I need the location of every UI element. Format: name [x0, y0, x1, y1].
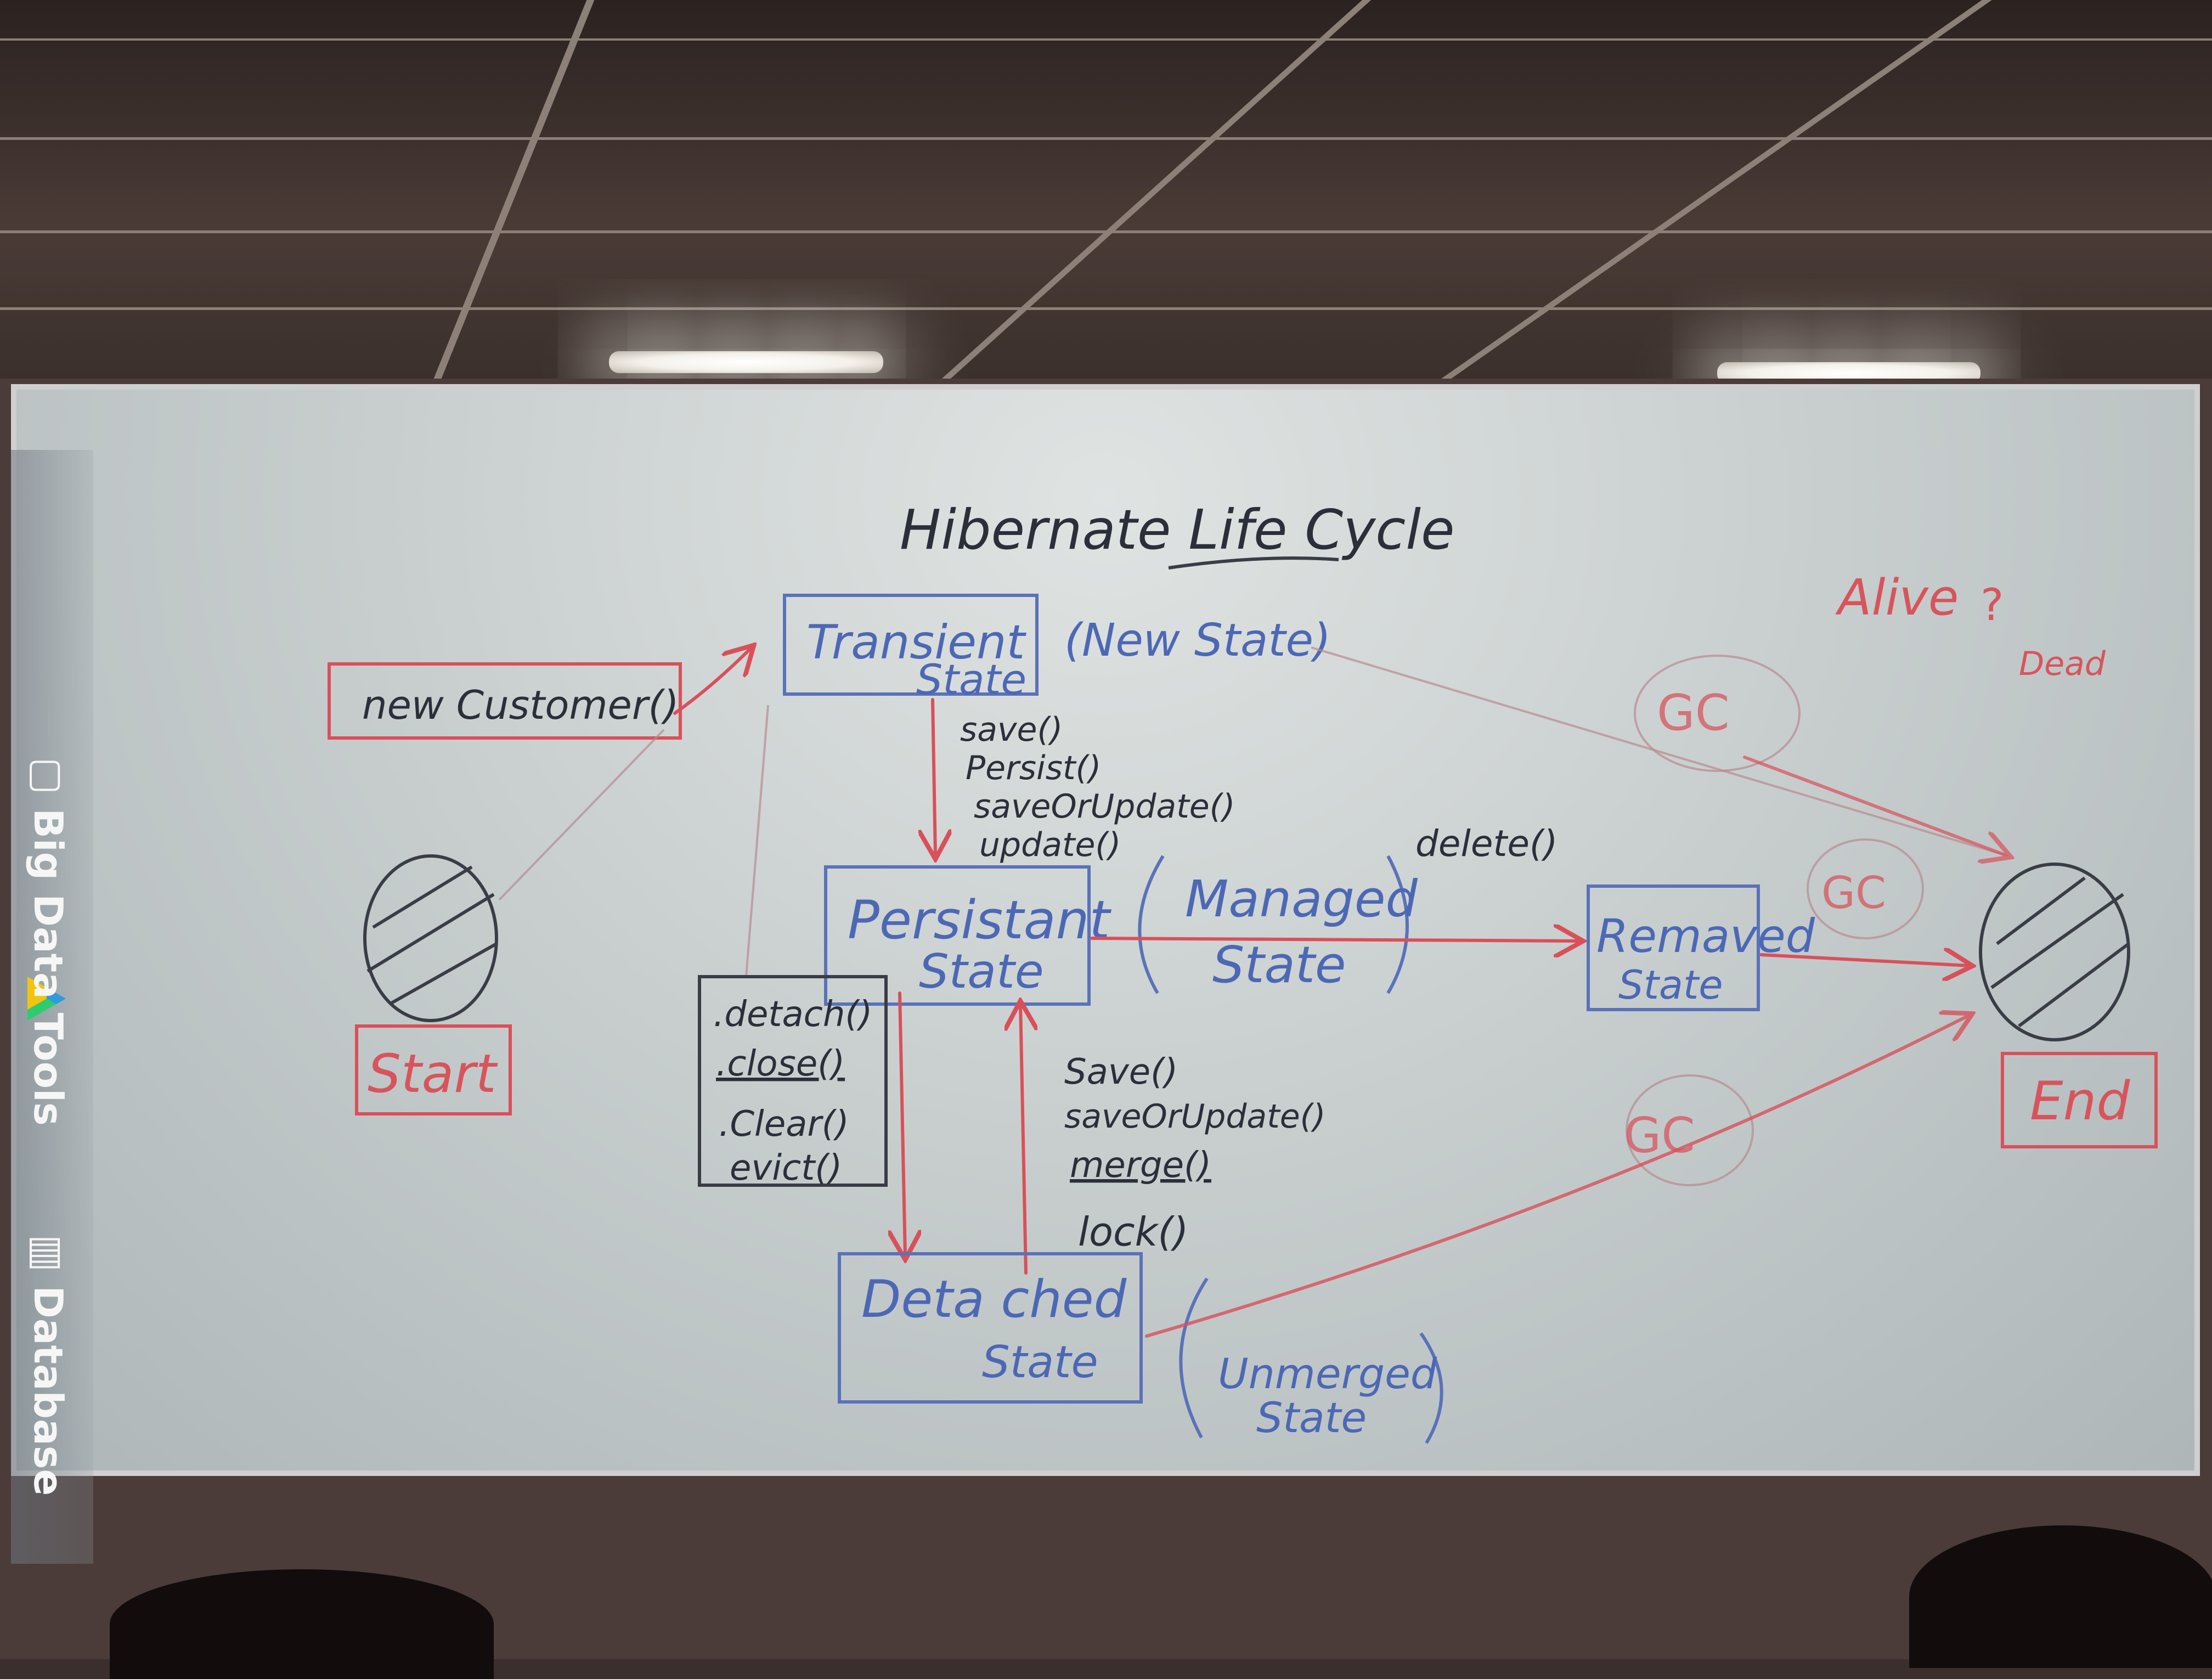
persistent-note-line1: Managed [1185, 870, 1418, 928]
gc-bubble [1626, 1074, 1754, 1186]
title-underline [1168, 556, 1339, 570]
gc-bubble [1807, 838, 1924, 939]
start-hatch [366, 893, 495, 973]
ceiling [0, 0, 2212, 384]
transient-state-box [783, 594, 1039, 696]
persistent-state-box [824, 865, 1091, 1006]
arrow-persistent-to-detached [900, 991, 905, 1257]
detached-label-line2: State [982, 1337, 1098, 1388]
persistent-label-line2: State [919, 944, 1044, 999]
arrow-removed-to-end [1759, 955, 1970, 966]
audience-head [1909, 1525, 2212, 1668]
persistent-note-line2: State [1212, 936, 1346, 994]
removed-label-line2: State [1618, 962, 1723, 1008]
question-mark: ? [1980, 579, 2004, 630]
constructor-label: new Customer() [362, 682, 679, 728]
removed-label-line1: Remaved [1596, 909, 1815, 963]
arrow-transient-to-persistent [933, 698, 935, 856]
method-label: update() [979, 826, 1121, 864]
ceiling-grid-line [0, 137, 2212, 140]
detach-methods-box [698, 975, 888, 1187]
method-label: .close() [716, 1044, 845, 1084]
gc-label: GC [1821, 867, 1886, 919]
audience-head [110, 1569, 494, 1679]
diagram-title: Hibernate Life Cycle [900, 498, 1455, 562]
arrow-detached-to-persistent [1020, 1004, 1026, 1275]
paren-left [1179, 1277, 1209, 1439]
removed-state-box [1587, 884, 1760, 1011]
detached-note-line2: State [1256, 1393, 1367, 1442]
method-label: saveOrUpdate() [1064, 1097, 1325, 1136]
start-box [355, 1024, 512, 1115]
transient-note: (New State) [1064, 615, 1331, 667]
detached-state-box [838, 1252, 1143, 1404]
ceiling-lamp [609, 351, 883, 373]
paren-right [1386, 855, 1409, 994]
detached-note-line1: Unmerged [1218, 1349, 1437, 1398]
transient-label-line1: Transient [806, 615, 1027, 670]
gc-label: GC [1657, 684, 1730, 742]
end-hatch [1996, 876, 2086, 945]
ceiling-grid-line [0, 307, 2212, 310]
transient-label-line2: State [916, 655, 1026, 704]
gc-label: GC [1624, 1107, 1695, 1164]
delete-label: delete() [1415, 822, 1558, 865]
method-label: save() [960, 711, 1063, 749]
arrow-persistent-to-removed [1090, 938, 1580, 941]
method-label: Save() [1064, 1052, 1178, 1092]
line-start-to-constructor [498, 729, 665, 901]
end-hatch [1990, 893, 2124, 989]
end-hatch [2018, 942, 2130, 1028]
end-label: End [2030, 1070, 2131, 1132]
ceiling-grid-line [0, 38, 2212, 41]
gc-bubble [1634, 655, 1801, 772]
arrow-gc-to-end [1743, 756, 2008, 856]
persistent-label-line1: Persistant [848, 889, 1111, 951]
end-node [1979, 863, 2130, 1041]
dead-label: Dead [2019, 645, 2106, 683]
method-label: evict() [730, 1148, 842, 1188]
method-label: saveOrUpdate() [974, 787, 1235, 826]
start-hatch [372, 865, 473, 929]
start-hatch [388, 942, 498, 1006]
paren-right [1419, 1332, 1443, 1444]
alive-label: Alive [1835, 569, 1959, 627]
line-transient-to-detach-list [745, 705, 769, 977]
arrow-constructor-to-transient [673, 647, 752, 715]
start-label: Start [368, 1043, 498, 1105]
arrow-detached-to-end [1145, 1015, 1970, 1338]
projected-ide-panel: ▢ Big Data Tools ▥ Database [11, 450, 93, 1564]
method-label: merge() [1070, 1145, 1211, 1186]
detached-label-line1: Deta ched [861, 1270, 1127, 1329]
line-transient-to-end [1311, 646, 2008, 857]
method-label: lock() [1078, 1209, 1189, 1255]
method-label: Persist() [966, 749, 1101, 787]
end-box [2001, 1052, 2158, 1148]
constructor-box [328, 662, 682, 740]
method-label: .detach() [713, 994, 872, 1035]
paren-left [1138, 855, 1165, 994]
audience-silhouettes [0, 1525, 2212, 1679]
start-node [363, 854, 498, 1022]
method-label: .Clear() [719, 1104, 849, 1145]
